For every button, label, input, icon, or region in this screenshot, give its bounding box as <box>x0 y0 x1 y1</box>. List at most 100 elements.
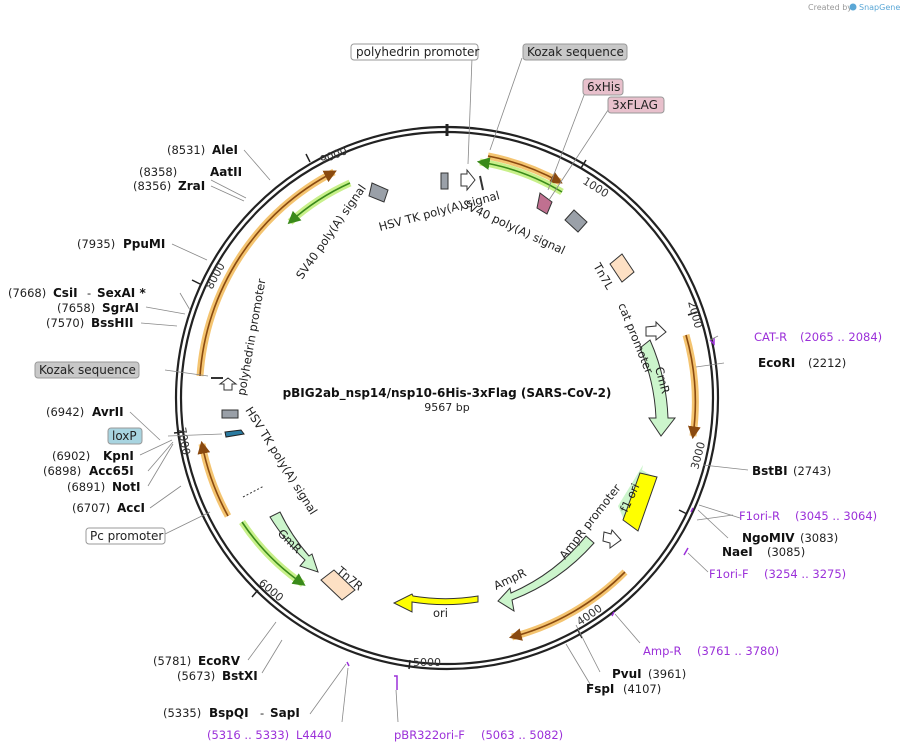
boxed-label-kozak-sequence-2[interactable]: Kozak sequence <box>34 361 140 379</box>
ampr-promoter-arrow <box>602 528 622 549</box>
site-sgrai-name[interactable]: SgrAI <box>102 301 139 315</box>
plasmid-length: 9567 bp <box>424 401 469 414</box>
sv40-polya-shape <box>368 182 389 203</box>
site-aatii-pos: (8358) <box>139 165 177 179</box>
site-zrai-pos: (8356) <box>133 179 171 193</box>
tick-label-9000: 9000 <box>318 144 349 167</box>
primer-f1ori-f-name[interactable]: F1ori-F <box>709 567 749 581</box>
cmr-feature <box>639 339 677 437</box>
f1-ori-feature <box>622 472 658 532</box>
kozak-feature <box>479 175 484 191</box>
site-avrii-name[interactable]: AvrII <box>92 405 124 419</box>
boxed-label-kozak-sequence[interactable]: Kozak sequence <box>522 43 628 61</box>
tick-label-5000: 5000 <box>413 656 441 669</box>
primer-markers <box>346 338 715 690</box>
site-ecori-name[interactable]: EcoRI <box>758 356 795 370</box>
site-kpni-name[interactable]: KpnI <box>103 449 134 463</box>
site-bstbi-name[interactable]: BstBI <box>752 464 788 478</box>
svg-text:3xFLAG: 3xFLAG <box>612 98 658 112</box>
primer-amp-r-range: (3761 .. 3780) <box>697 644 779 658</box>
primer-amp-r-name[interactable]: Amp-R <box>643 644 682 658</box>
site-ppumi-pos: (7935) <box>77 237 115 251</box>
site-acc65i-name[interactable]: Acc65I <box>89 464 134 478</box>
pc-promoter-feature <box>242 485 265 498</box>
feature-label-cmr: CmR <box>652 365 673 395</box>
site-ppumi-name[interactable]: PpuMI <box>123 237 165 251</box>
site-acci-pos: (6707) <box>72 501 110 515</box>
site-naei-name[interactable]: NaeI <box>722 545 753 559</box>
feature-label-ori: ori <box>433 606 448 620</box>
ori-feature <box>392 593 479 613</box>
site-bspqi-pos: (5335) <box>163 706 201 720</box>
gmr-feature <box>269 511 319 573</box>
site-sgrai-pos: (7658) <box>57 301 95 315</box>
primer-pbr322ori-f-range: (5063 .. 5082) <box>481 728 563 742</box>
site-ecori-pos: (2212) <box>808 356 846 370</box>
ampr-feature <box>497 535 595 613</box>
feature-label-hsv-tk-polya-2: HSV TK poly(A) signal <box>242 404 320 517</box>
feature-label-cat-promoter: cat promoter <box>615 301 656 376</box>
site-acc65i-pos: (6898) <box>43 464 81 478</box>
sv40-polya-shape-2 <box>564 209 588 233</box>
site-sapi-name[interactable]: SapI <box>270 706 300 720</box>
site-avrii-pos: (6942) <box>46 405 84 419</box>
plasmid-name: pBIG2ab_nsp14/nsp10-6His-3xFlag (SARS-Co… <box>283 386 612 401</box>
leader-lines <box>129 57 749 723</box>
primer-cat-r-name[interactable]: CAT-R <box>754 330 787 344</box>
site-csii-name[interactable]: CsiI <box>53 286 78 300</box>
snapgene-logo-icon <box>849 3 857 11</box>
boxed-label-6xhis[interactable]: 6xHis <box>582 78 624 96</box>
svg-text:polyhedrin promoter: polyhedrin promoter <box>356 45 479 59</box>
primer-f1ori-r-range: (3045 .. 3064) <box>795 509 877 523</box>
site-bstxi-pos: (5673) <box>177 669 215 683</box>
polyhedrin-promoter-arrow <box>460 168 476 192</box>
svg-text:Pc promoter: Pc promoter <box>90 529 163 543</box>
svg-text:loxP: loxP <box>112 429 137 443</box>
site-ngomiv-pos: (3083) <box>800 531 838 545</box>
primer-f1ori-r-name[interactable]: F1ori-R <box>739 509 780 523</box>
site-pvui-pos: (3961) <box>648 667 686 681</box>
site-naei-pos: (3085) <box>767 545 805 559</box>
primer-cat-r-range: (2065 .. 2084) <box>800 330 882 344</box>
boxed-label-3xflag[interactable]: 3xFLAG <box>607 96 665 114</box>
site-alei-name[interactable]: AleI <box>212 143 238 157</box>
boxed-label-polyhedrin-promoter[interactable]: polyhedrin promoter <box>350 43 479 61</box>
site-kpni-pos: (6902) <box>52 449 90 463</box>
boxed-label-loxp[interactable]: loxP <box>107 427 143 445</box>
hsv-polya-shape <box>440 172 449 190</box>
scale-ticks <box>173 153 698 670</box>
boxed-label-pc-promoter[interactable]: Pc promoter <box>85 527 166 545</box>
site-ecorv-name[interactable]: EcoRV <box>198 654 241 668</box>
primer-l4440-name[interactable]: L4440 <box>296 728 332 742</box>
site-ecorv-pos: (5781) <box>153 654 191 668</box>
orf-arrows <box>196 152 701 641</box>
site-sexai-name[interactable]: SexAI * <box>97 286 146 300</box>
feature-shapes <box>211 168 677 613</box>
site-bspqi-name[interactable]: BspQI <box>209 706 249 720</box>
site-bsshii-name[interactable]: BssHII <box>91 316 133 330</box>
site-fspi-name[interactable]: FspI <box>586 682 614 696</box>
svg-text:Kozak sequence: Kozak sequence <box>527 45 624 59</box>
site-bspqi-joiner: - <box>260 706 264 720</box>
primer-f1ori-f-range: (3254 .. 3275) <box>764 567 846 581</box>
site-aatii-name[interactable]: AatII <box>210 165 242 179</box>
tn7l-feature <box>609 253 635 283</box>
feature-label-sv40-polya-2: SV40 poly(A) signal <box>293 182 369 282</box>
site-ngomiv-name[interactable]: NgoMIV <box>742 531 795 545</box>
site-alei-pos: (8531) <box>167 143 205 157</box>
credit-brand: SnapGene <box>859 3 900 12</box>
site-bstxi-name[interactable]: BstXI <box>222 669 258 683</box>
site-noti-name[interactable]: NotI <box>112 480 141 494</box>
feature-label-polyhedrin-promoter: polyhedrin promoter <box>234 277 268 396</box>
site-csii-pos: (7668) <box>8 286 46 300</box>
site-zrai-name[interactable]: ZraI <box>178 179 205 193</box>
cat-promoter-arrow <box>645 320 667 342</box>
primer-pbr322ori-f-name[interactable]: pBR322ori-F <box>394 728 465 742</box>
site-acci-name[interactable]: AccI <box>117 501 145 515</box>
hsv-polya-shape-2 <box>221 409 239 419</box>
credit-text: Created by <box>808 3 852 12</box>
tick-label-6000: 6000 <box>256 576 286 604</box>
site-pvui-name[interactable]: PvuI <box>612 667 642 681</box>
site-csii-joiner: - <box>87 286 91 300</box>
6xhis-feature <box>536 192 553 215</box>
